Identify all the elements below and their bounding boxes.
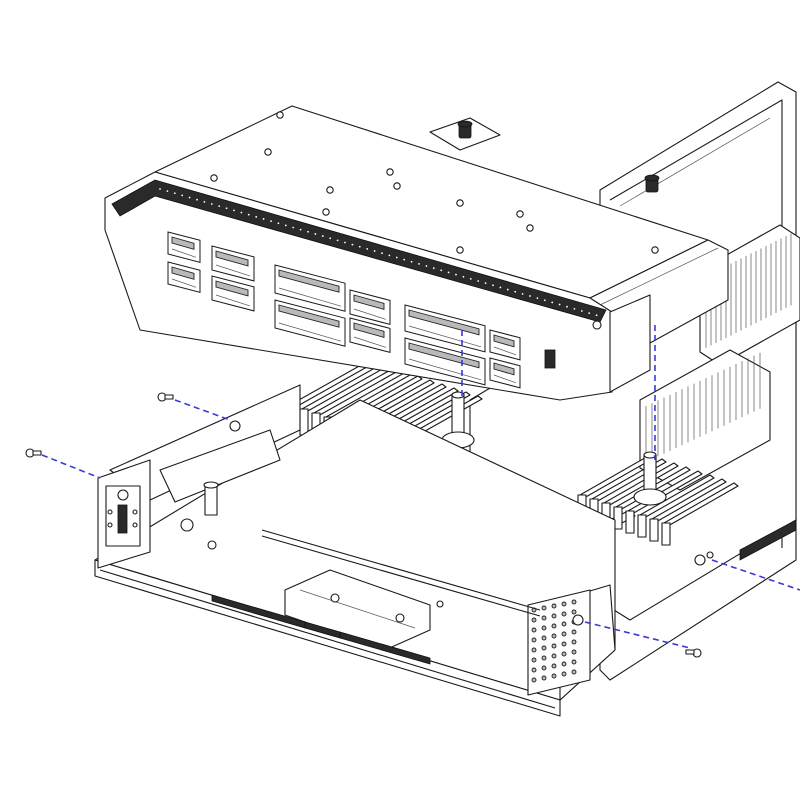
drive-bays: [167, 231, 521, 389]
drive-bay: [211, 245, 255, 282]
edge-connectors: [211, 594, 431, 665]
cage-mount-bracket: [609, 294, 651, 393]
io-panel: [97, 459, 151, 569]
drive-bay: [349, 289, 391, 326]
drive-bay: [274, 299, 346, 347]
drive-bay: [211, 275, 255, 312]
dimm-slot: [661, 482, 739, 546]
assembly-guide-lines: [41, 325, 800, 649]
drive-bay: [489, 329, 521, 361]
guide-line: [711, 559, 800, 591]
thumbscrew-icon: [429, 117, 501, 151]
heatsink-lower: [639, 349, 771, 491]
drive-bay: [167, 231, 201, 263]
screw-icon: [25, 448, 42, 458]
rear-vent-panel: [527, 589, 591, 696]
drive-bay: [167, 261, 201, 293]
guide-line: [41, 454, 101, 479]
drive-bay: [404, 304, 486, 353]
dimm-slot: [649, 478, 727, 542]
drive-bay: [349, 317, 391, 354]
tray-bracket: [159, 429, 281, 550]
drive-cage-assembly: [104, 105, 729, 401]
standoff-icon: [633, 451, 667, 506]
screw-icon: [685, 648, 702, 658]
drive-bay: [489, 357, 521, 389]
thumbscrew-icon: [644, 174, 660, 193]
riser-board: [284, 569, 444, 651]
guide-line: [174, 399, 231, 421]
drive-bay: [274, 264, 346, 312]
dimm-slot: [637, 474, 715, 538]
guide-line: [584, 621, 691, 649]
chassis-side-connector: [739, 519, 797, 561]
lower-tray: [94, 384, 797, 717]
screw-icon: [157, 392, 174, 402]
